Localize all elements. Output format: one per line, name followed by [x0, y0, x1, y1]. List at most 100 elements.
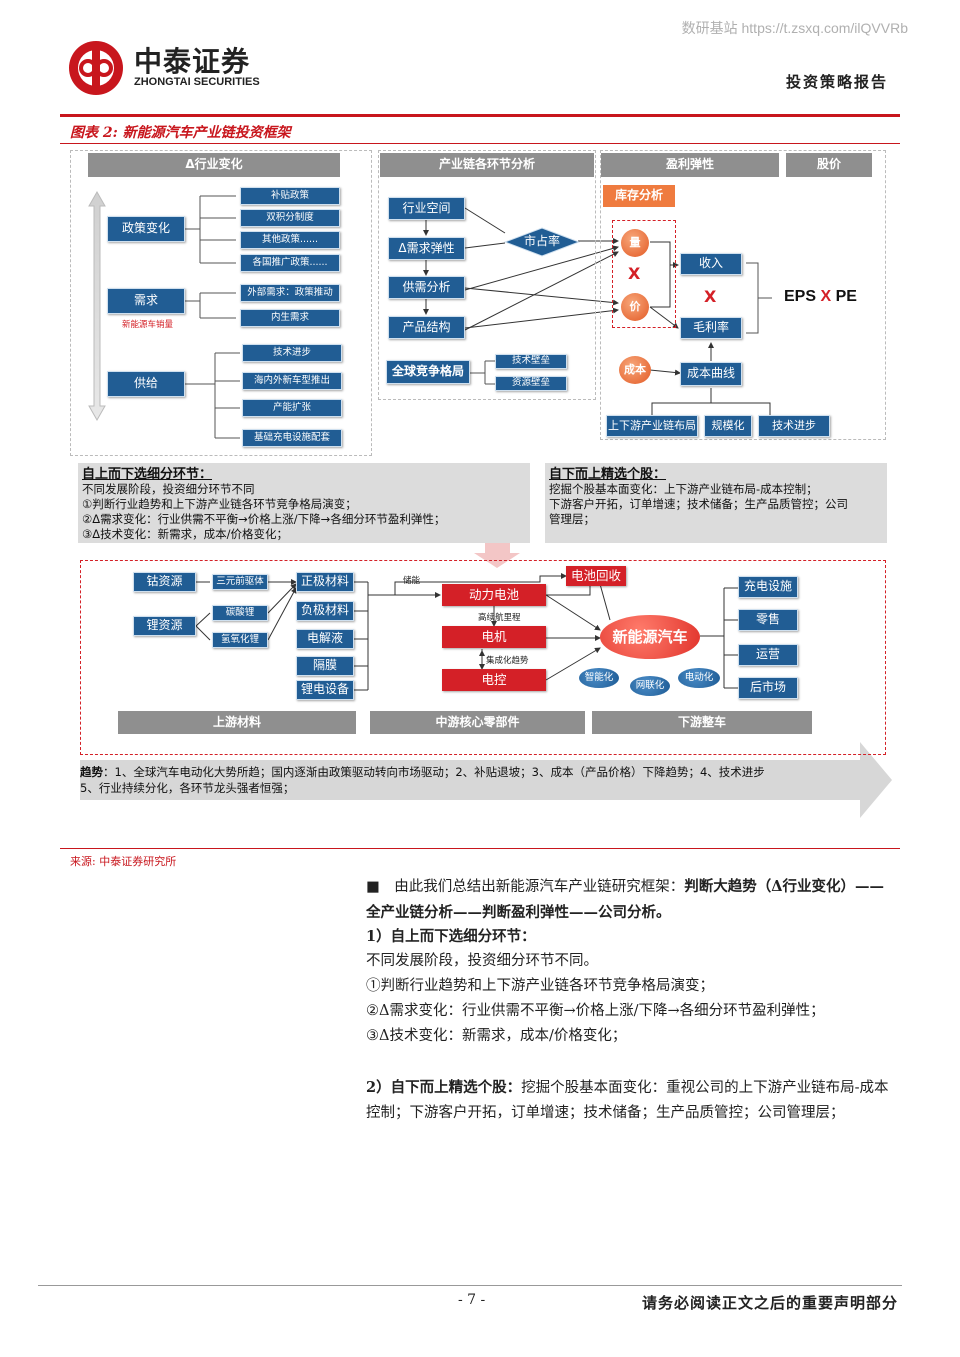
lithium-hydroxide-box: 氢氧化锂 — [212, 632, 268, 648]
figure-title: 图表 2: 新能源汽车产业链投资框架 — [70, 125, 291, 141]
policy-item: 双积分制度 — [240, 209, 340, 227]
upstream-material: 电解液 — [296, 629, 354, 649]
electronic-control-box: 电控 — [442, 669, 546, 691]
framework-diagram: Δ行业变化 产业链各环节分析 盈利弹性 股价 政策变化 补贴政策 双积分制度 其… — [70, 150, 892, 818]
brand-logo — [66, 38, 126, 102]
midstream-label: 中游核心零部件 — [370, 711, 585, 734]
downstream-label: 下游整车 — [592, 711, 812, 734]
bottom-up-line: 挖掘个股基本面变化：上下游产业链布局-成本控制； — [549, 482, 818, 496]
gross-margin-box: 毛利率 — [680, 317, 742, 339]
battery-recycling-box: 电池回收 — [566, 566, 626, 586]
top-down-line: ②Δ需求变化：行业供需不平衡→价格上涨/下降→各细分环节盈利弹性； — [82, 512, 446, 526]
demand-note: 新能源车销量 — [122, 320, 174, 330]
upstream-material: 隔膜 — [296, 656, 354, 676]
downstream-item: 后市场 — [738, 677, 798, 699]
motor-box: 电机 — [442, 626, 546, 648]
top-down-box: 自上而下选细分环节： 不同发展阶段，投资细分环节不同 ①判断行业趋势和上下游产业… — [78, 463, 530, 543]
figure-source: 来源: 中泰证券研究所 — [70, 855, 177, 868]
pe-label: PE — [835, 288, 857, 305]
upstream-material: 正极材料 — [296, 572, 354, 592]
bottom-up-title: 自下而上精选个股： — [549, 467, 667, 482]
logo-icon — [69, 41, 123, 95]
volume-price-group — [612, 220, 676, 328]
upstream-label: 上游材料 — [118, 711, 356, 734]
chain-item: 供需分析 — [388, 276, 465, 299]
trend-title: 趋势 — [80, 765, 103, 779]
trend-summary: 趋势：1、全球汽车电动化大势所趋；国内逐渐由政策驱动转向市场驱动；2、补贴退坡；… — [80, 764, 860, 796]
supply-item: 产能扩张 — [242, 399, 342, 417]
supply-box: 供给 — [107, 371, 185, 397]
upstream-material: 负极材料 — [296, 601, 354, 621]
brand-name-cn: 中泰证券 — [134, 45, 251, 78]
integration-label: 集成化趋势 — [486, 656, 529, 666]
body-line: ①判断行业趋势和上下游产业链各环节竞争格局演变； — [366, 978, 714, 994]
bottom-up-line: 管理层； — [549, 512, 595, 526]
brand-name-en: ZHONGTAI SECURITIES — [134, 76, 260, 88]
power-battery-box: 动力电池 — [442, 584, 546, 606]
barrier-item: 资源壁垒 — [495, 376, 567, 391]
source-divider — [60, 848, 900, 849]
chain-item: 行业空间 — [388, 197, 465, 220]
upstream-material: 锂电设备 — [296, 680, 354, 700]
bottom-up-line: 下游客户开拓，订单增速；技术储备；生产品质管控；公司 — [549, 497, 848, 511]
chain-item: Δ需求弹性 — [388, 237, 465, 260]
revenue-box: 收入 — [680, 253, 742, 275]
top-down-line: ①判断行业趋势和上下游产业链各环节竞争格局演变； — [82, 497, 357, 511]
cost-factor: 上下游产业链布局 — [606, 415, 698, 437]
body-p1-prefix: ■ 由此我们总结出新能源汽车产业链研究框架： — [366, 879, 685, 895]
supply-item: 海内外新车型推出 — [242, 372, 342, 390]
supply-item: 技术进步 — [242, 344, 342, 362]
top-down-line: ③Δ技术变化：新需求，成本/价格变化； — [82, 527, 289, 541]
global-competition-box: 全球竞争格局 — [386, 360, 470, 384]
page-number: - 7 - — [458, 1292, 486, 1308]
cost-factor: 规模化 — [704, 415, 752, 437]
body-line: 不同发展阶段，投资细分环节不同。 — [366, 953, 598, 969]
body-p1-bold: 判断大趋势（Δ行业变化）——全产业链分析——判断盈利弹性——公司分析。 — [366, 878, 884, 921]
lithium-resource-box: 锂资源 — [133, 616, 196, 636]
barrier-item: 技术壁垒 — [495, 354, 567, 369]
footer-disclaimer: 请务必阅读正文之后的重要声明部分 — [641, 1294, 898, 1312]
diagram-connectors — [80, 190, 892, 818]
market-share-diamond-icon — [504, 227, 580, 257]
multiply-sign-2: X — [704, 287, 717, 306]
profit-panel — [600, 150, 886, 440]
body-line: ③Δ技术变化：新需求，成本/价格变化； — [366, 1028, 627, 1044]
chain-analysis-panel — [378, 150, 596, 400]
body-line: ②Δ需求变化：行业供需不平衡→价格上涨/下降→各细分环节盈利弹性； — [366, 1003, 825, 1019]
body-paragraph-1: ■ 由此我们总结出新能源汽车产业链研究框架：判断大趋势（Δ行业变化）——全产业链… — [366, 874, 896, 926]
volume-circle: 量 — [621, 229, 649, 257]
header-profit-elasticity: 盈利弹性 — [601, 153, 779, 177]
downstream-item: 零售 — [738, 609, 798, 631]
lithium-carbonate-box: 碳酸锂 — [212, 605, 268, 621]
body-heading-2: 2）自下而上精选个股： — [366, 1079, 522, 1096]
policy-change-box: 政策变化 — [107, 216, 185, 242]
chain-item: 产品结构 — [388, 316, 465, 339]
eps-pe-formula: EPS X PE — [784, 288, 857, 306]
nev-ellipse: 新能源汽车 — [600, 615, 700, 659]
demand-item: 外部需求：政策推动 — [240, 284, 340, 302]
bottom-up-box: 自下而上精选个股： 挖掘个股基本面变化：上下游产业链布局-成本控制； 下游客户开… — [545, 463, 887, 543]
cost-curve-box: 成本曲线 — [680, 362, 742, 386]
top-down-title: 自上而下选细分环节： — [82, 467, 213, 482]
top-down-line: 不同发展阶段，投资细分环节不同 — [82, 482, 255, 496]
range-label: 高续航里程 — [478, 613, 521, 623]
eps-multiply: X — [820, 288, 832, 305]
inventory-analysis-box: 库存分析 — [603, 185, 675, 207]
downstream-item: 充电设施 — [738, 576, 798, 598]
policy-item: 补贴政策 — [240, 187, 340, 205]
industry-change-panel — [70, 150, 372, 456]
header-industry-change: Δ行业变化 — [88, 153, 340, 177]
demand-item: 内生需求 — [240, 309, 340, 327]
supply-item: 基础充电设施配套 — [242, 429, 342, 447]
report-type: 投资策略报告 — [785, 73, 888, 91]
market-share-label: 市占率 — [523, 234, 560, 249]
storage-label: 储能 — [403, 576, 421, 586]
eps-label: EPS — [784, 288, 817, 305]
precursor-box: 三元前驱体 — [212, 574, 268, 590]
price-circle: 价 — [621, 293, 649, 321]
watermark-site-text: 数研基站 https://t.zsxq.com/ilQVVRb — [681, 20, 908, 36]
cost-factor: 技术进步 — [758, 415, 830, 437]
industry-chain-panel — [80, 560, 886, 755]
trend-line-2: 5、行业持续分化，各环节龙头强者恒强； — [80, 781, 295, 795]
body-heading-1: 1）自上而下选细分环节： — [366, 928, 536, 945]
